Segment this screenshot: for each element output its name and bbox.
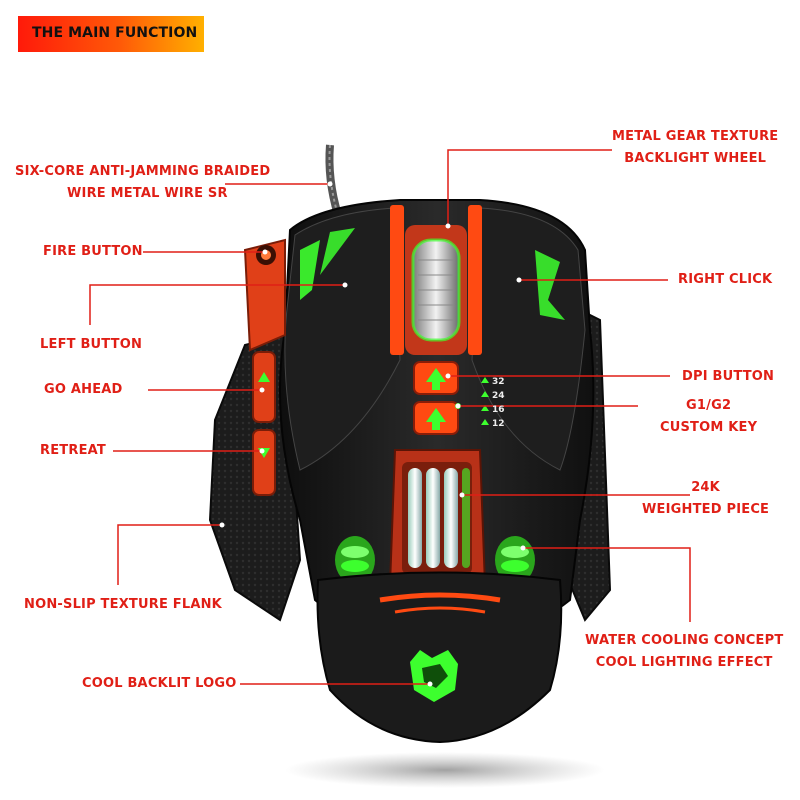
label-dpi-button: DPI BUTTON <box>682 369 775 384</box>
dpi-level-4: 12 <box>492 419 505 429</box>
label-retreat: RETREAT <box>40 443 106 458</box>
label-non-slip: NON-SLIP TEXTURE FLANK <box>24 597 222 612</box>
header-title: THE MAIN FUNCTION <box>32 25 198 41</box>
label-water-cooling: WATER COOLING CONCEPT COOL LIGHTING EFFE… <box>585 633 784 670</box>
label-right-click: RIGHT CLICK <box>678 272 773 287</box>
dpi-level-3: 16 <box>492 405 505 415</box>
label-custom-key: G1/G2 CUSTOM KEY <box>660 398 758 435</box>
dpi-arrow-icon <box>426 368 446 390</box>
fire-button-logo-icon <box>256 245 276 265</box>
label-braided-wire: SIX-CORE ANTI-JAMMING BRAIDED WIRE METAL… <box>15 164 271 201</box>
dpi-level-2: 24 <box>492 391 505 401</box>
header-banner: THE MAIN FUNCTION <box>18 16 204 52</box>
dpi-level-1: 32 <box>492 377 505 387</box>
label-weighted-piece: 24K WEIGHTED PIECE <box>642 480 770 517</box>
label-go-ahead: GO AHEAD <box>44 382 123 397</box>
label-backlit-logo: COOL BACKLIT LOGO <box>82 676 237 691</box>
label-metal-gear: METAL GEAR TEXTURE BACKLIGHT WHEEL <box>612 129 779 166</box>
label-left-button: LEFT BUTTON <box>40 337 143 352</box>
label-fire-button: FIRE BUTTON <box>43 244 143 259</box>
